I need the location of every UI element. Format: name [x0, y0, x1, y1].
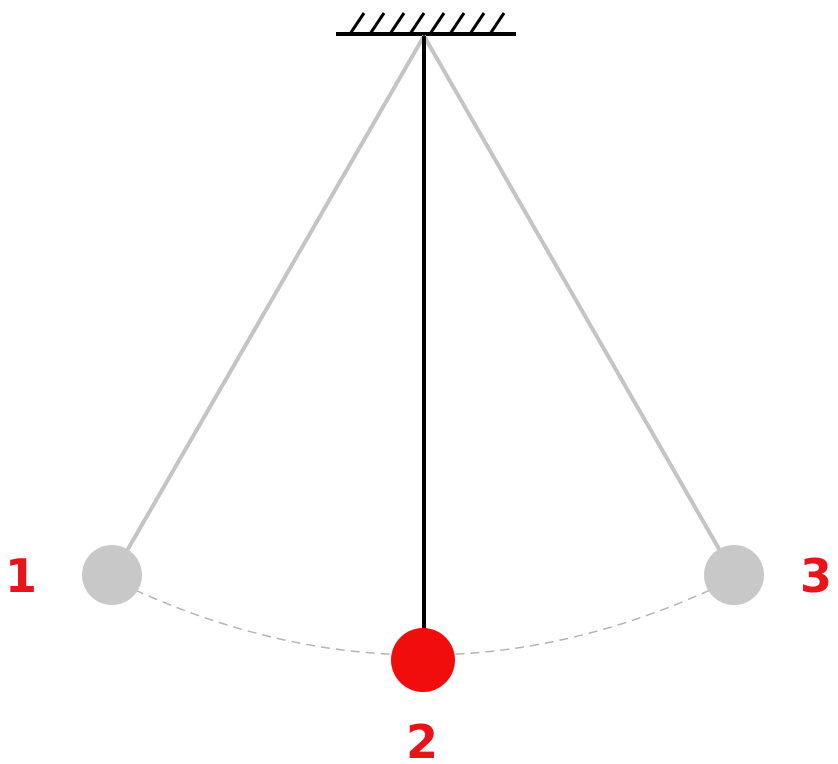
bob-position-2 — [391, 628, 455, 692]
position-label-3: 3 — [800, 549, 832, 603]
position-label-2: 2 — [406, 715, 438, 764]
bob-position-3 — [704, 545, 764, 605]
bob-position-1 — [82, 545, 142, 605]
string-position-3 — [424, 36, 734, 575]
position-label-1: 1 — [5, 549, 37, 603]
string-position-1 — [113, 36, 424, 575]
ceiling-support — [336, 13, 516, 34]
